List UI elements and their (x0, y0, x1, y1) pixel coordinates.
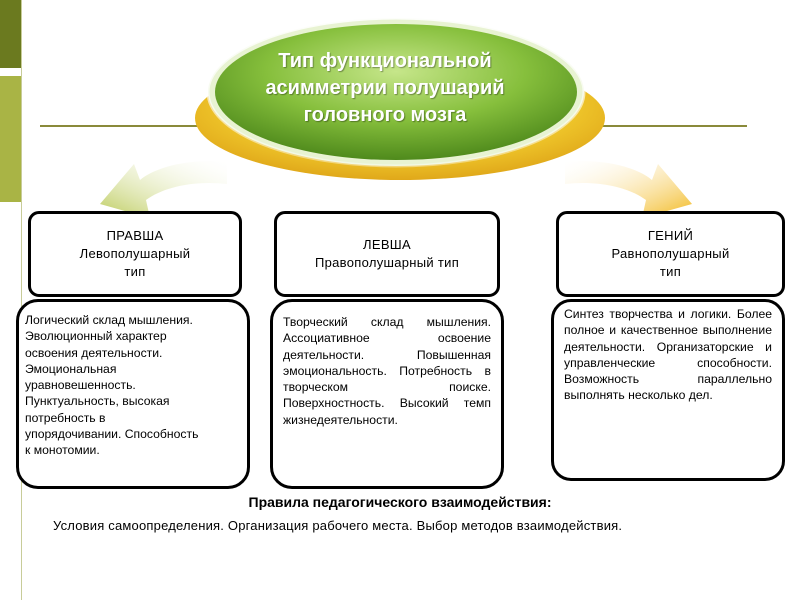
sidebar-decoration (0, 0, 22, 600)
rules-title: Правила педагогического взаимодействия: (248, 494, 552, 510)
description-right-handed: Логический склад мышления. Эволюционный … (16, 299, 250, 489)
type-subtitle: Левополушарный (79, 246, 191, 261)
type-name: ЛЕВША (363, 237, 411, 252)
arrow-right-icon (565, 161, 692, 218)
type-box-right-handed: ПРАВША Левополушарный тип (28, 211, 242, 297)
sidebar-gap (0, 68, 22, 76)
type-subtitle: Равнополушарный (611, 246, 730, 261)
rule-right (590, 125, 747, 127)
title-ellipse (195, 16, 605, 180)
type-subtitle-cont: тип (659, 264, 682, 279)
type-box-left-handed: ЛЕВША Правополушарный тип (274, 211, 500, 297)
type-name: ГЕНИЙ (647, 228, 694, 243)
type-subtitle-cont: тип (124, 264, 146, 279)
sidebar-blank-segment (0, 202, 22, 600)
type-box-genius: ГЕНИЙ Равнополушарный тип (556, 211, 785, 297)
sidebar-dark-segment (0, 0, 22, 68)
diagram-title: Тип функциональной асимметрии полушарий … (265, 50, 505, 126)
type-name: ПРАВША (106, 228, 164, 243)
description-genius: Синтез творчества и логики. Более полное… (551, 299, 785, 481)
sidebar-border-line (21, 0, 22, 600)
arrow-left-icon (100, 161, 227, 218)
description-left-handed: Творческий склад мышления. Ассоциативное… (270, 299, 504, 489)
type-subtitle: Правополушарный тип (314, 255, 460, 270)
rule-left (40, 125, 210, 127)
rules-text: Условия самоопределения. Организация раб… (53, 518, 623, 533)
sidebar-light-segment (0, 76, 22, 202)
